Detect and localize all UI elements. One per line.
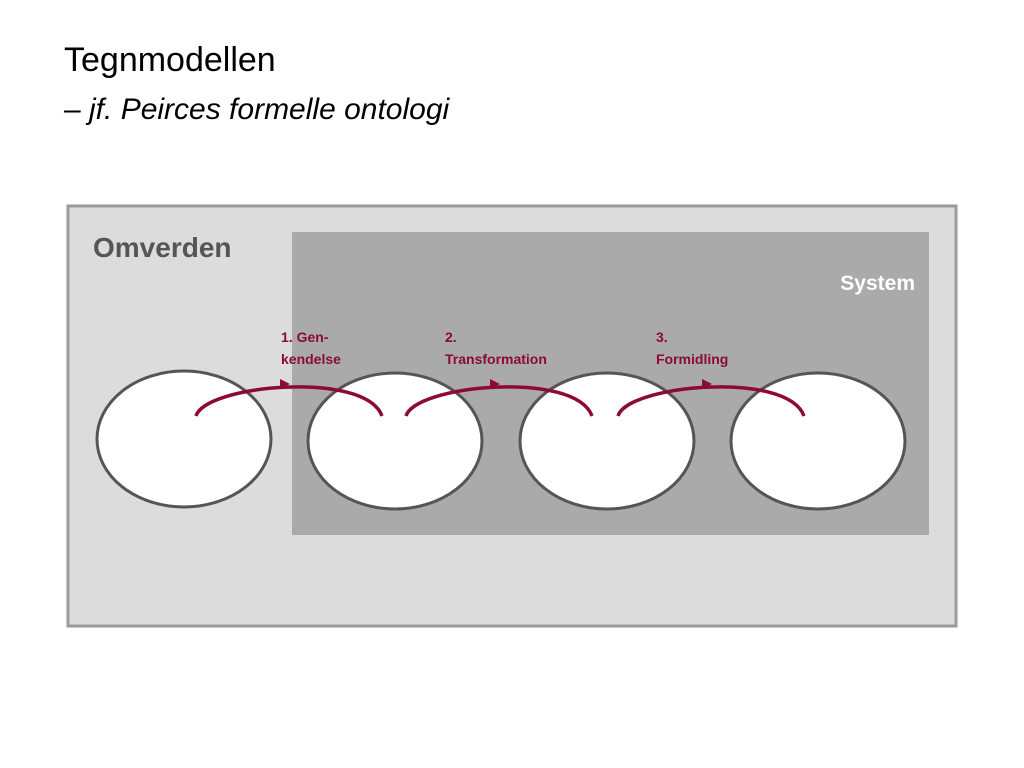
- step-3-label-line1: 3.: [656, 329, 668, 345]
- sign-nodes: [95, 369, 907, 511]
- sign-node-2: [306, 371, 484, 511]
- environment-label: Omverden: [93, 232, 232, 263]
- sign-node-4: [729, 371, 907, 511]
- arrow-transformation: [404, 385, 594, 417]
- arrowhead-recognition: [280, 379, 290, 389]
- system-label: System: [840, 272, 915, 295]
- step-3-label-line2: Formidling: [656, 351, 728, 367]
- slide-title: Tegnmodellen: [64, 41, 276, 79]
- step-1-label-line1: 1. Gen-: [281, 329, 329, 345]
- arrowhead-transformation: [490, 379, 500, 389]
- step-labels: 1. Gen- kendelse 2. Transformation 3. Fo…: [281, 329, 728, 367]
- step-2-label-line2: Transformation: [445, 351, 547, 367]
- sign-node-1: [95, 369, 273, 509]
- arrow-recognition: [194, 385, 384, 417]
- sign-node-3: [518, 371, 696, 511]
- process-arrows: [194, 379, 806, 417]
- arrow-mediation: [616, 385, 806, 417]
- step-1-label-line2: kendelse: [281, 351, 341, 367]
- step-2-label-line1: 2.: [445, 329, 457, 345]
- slide-subtitle: – jf. Peirces formelle ontologi: [64, 93, 450, 126]
- arrowhead-mediation: [702, 379, 712, 389]
